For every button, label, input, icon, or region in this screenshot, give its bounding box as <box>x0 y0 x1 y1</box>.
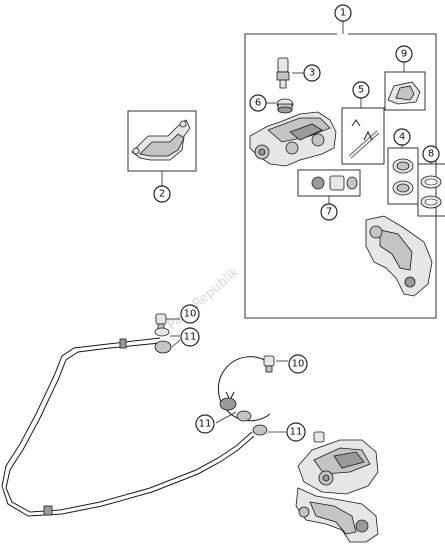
o-ring-kit <box>417 163 445 217</box>
bleeder-screw <box>276 57 304 89</box>
callout-10-upper: 10 <box>180 304 200 324</box>
svg-text:11: 11 <box>290 427 303 438</box>
callout-11-left: 11 <box>195 414 215 434</box>
pad-spring <box>384 62 426 111</box>
callout-9: 9 <box>395 45 413 63</box>
caliper-support-bracket <box>365 215 433 297</box>
callout-7: 7 <box>320 203 338 221</box>
brake-hose <box>1 337 255 517</box>
callout-2: 2 <box>153 185 171 203</box>
svg-text:2: 2 <box>159 189 165 200</box>
watermark: PartsRepublik <box>165 264 243 333</box>
callout-4: 4 <box>393 128 411 146</box>
banjo-fitting-lower <box>263 355 288 373</box>
brake-pads <box>127 110 197 172</box>
svg-text:8: 8 <box>428 149 434 160</box>
banjo-fitting-upper <box>154 313 181 354</box>
svg-text:7: 7 <box>326 207 332 218</box>
assembly-frame <box>244 33 437 319</box>
svg-text:11: 11 <box>184 332 197 343</box>
bleeder-cap <box>266 98 294 114</box>
callout-11-upper: 11 <box>180 327 200 347</box>
svg-text:3: 3 <box>309 68 315 79</box>
svg-text:9: 9 <box>401 49 407 60</box>
lower-caliper-assembly <box>295 431 379 543</box>
caliper-pin <box>341 98 385 165</box>
callout-5: 5 <box>352 81 370 99</box>
svg-text:11: 11 <box>199 419 212 430</box>
svg-text:10: 10 <box>292 359 305 370</box>
svg-text:4: 4 <box>399 132 405 143</box>
svg-text:10: 10 <box>184 309 197 320</box>
callout-11-right: 11 <box>286 422 306 442</box>
svg-text:5: 5 <box>358 85 364 96</box>
guide-bushing <box>297 169 361 204</box>
lower-washers <box>215 397 286 436</box>
svg-text:1: 1 <box>340 8 346 19</box>
callout-1: 1 <box>334 4 352 22</box>
upper-caliper-body <box>249 111 337 167</box>
callout-10-lower: 10 <box>288 354 308 374</box>
callout-6: 6 <box>249 94 267 112</box>
svg-text:6: 6 <box>255 98 261 109</box>
seal-kit <box>387 147 419 205</box>
callout-3: 3 <box>303 64 321 82</box>
callout-8: 8 <box>422 145 440 163</box>
